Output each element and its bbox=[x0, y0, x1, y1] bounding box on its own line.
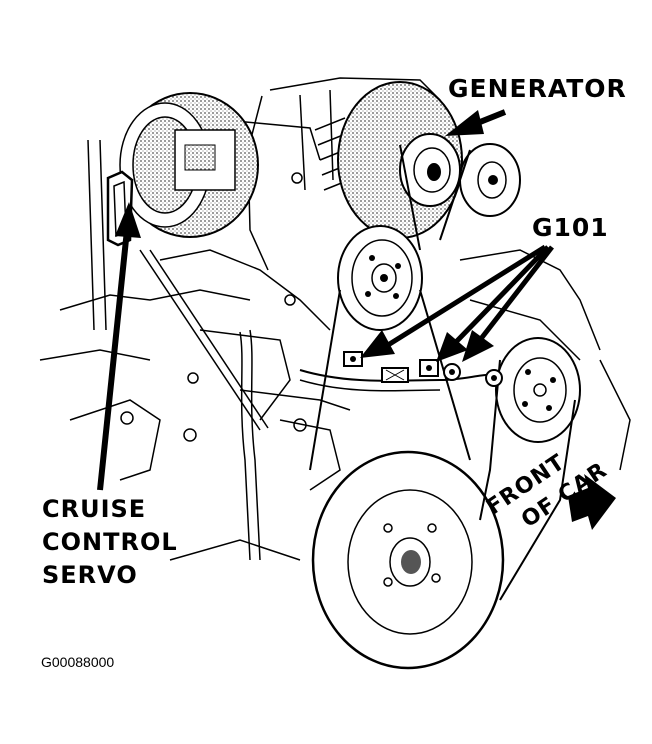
power-steering-pulley bbox=[337, 225, 423, 331]
cruise-arrow-shaft bbox=[97, 229, 130, 491]
figure-code: G00088000 bbox=[41, 654, 115, 670]
generator bbox=[337, 81, 463, 239]
g101-arrowhead-3 bbox=[462, 330, 494, 362]
cruise-label-line-2: CONTROL bbox=[42, 528, 178, 556]
cruise-label-line-3: SERVO bbox=[42, 561, 138, 589]
g101-arrowhead-1 bbox=[360, 330, 395, 358]
g101-terminal-4 bbox=[443, 363, 461, 381]
ac-compressor bbox=[119, 92, 259, 238]
cruise-arrowhead bbox=[115, 202, 141, 238]
callout-arrows bbox=[97, 109, 554, 491]
front-of-car-arrow bbox=[568, 474, 616, 530]
g101-arrow-2-shaft bbox=[454, 245, 550, 344]
g101-terminal-2 bbox=[381, 367, 409, 383]
crankshaft-pulley bbox=[311, 450, 505, 670]
g101-ground-terminals bbox=[343, 351, 503, 387]
g101-arrow-1-shaft bbox=[386, 244, 547, 348]
generator-arrowhead bbox=[445, 110, 484, 136]
cruise-label-line-1: CRUISE bbox=[42, 495, 147, 523]
g101-terminal-1 bbox=[343, 351, 363, 367]
water-pump-pulley bbox=[495, 337, 581, 443]
generator-label: GENERATOR bbox=[448, 74, 627, 103]
g101-arrowhead-2 bbox=[436, 332, 468, 362]
g101-terminal-3 bbox=[419, 359, 439, 377]
g101-arrow-3-shaft bbox=[478, 245, 554, 342]
idler-pulley-upper bbox=[459, 143, 521, 217]
g101-terminal-5 bbox=[485, 369, 503, 387]
cruise-control-servo-label: CRUISE CONTROL SERVO bbox=[42, 493, 178, 592]
g101-label: G101 bbox=[532, 213, 609, 242]
